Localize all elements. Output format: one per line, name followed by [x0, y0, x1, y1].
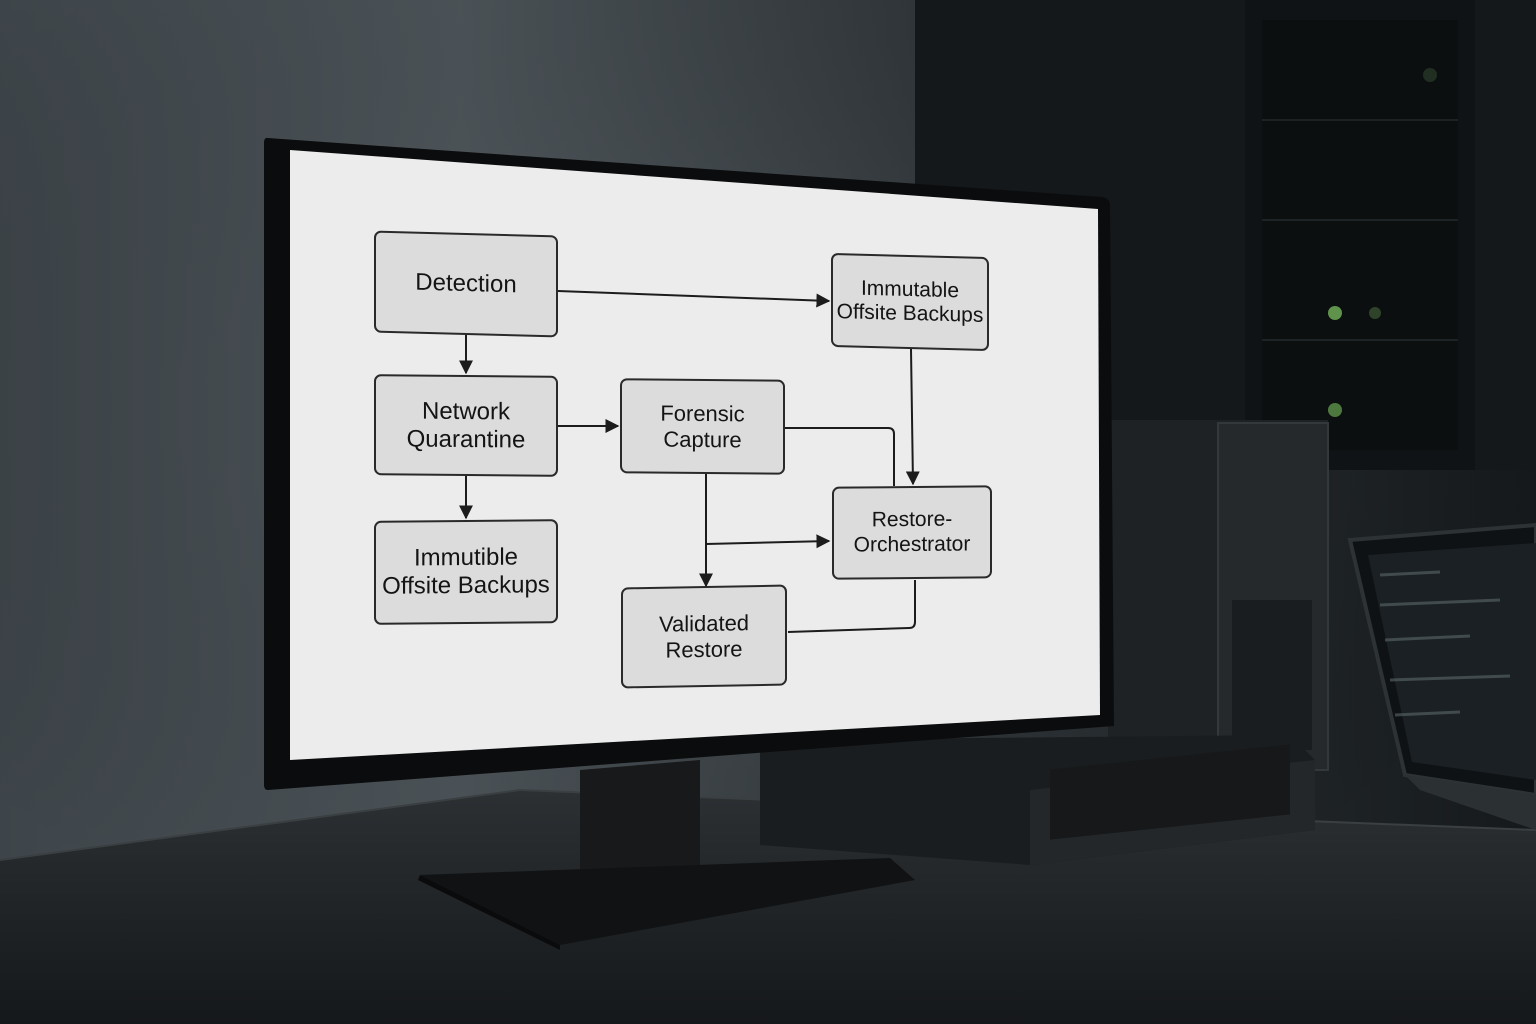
node-label-line: Forensic: [660, 400, 745, 427]
node-label-line: Offsite Backups: [836, 300, 984, 327]
status-led: [1328, 403, 1342, 417]
node-label-line: Capture: [663, 426, 742, 452]
laptop: [1347, 522, 1536, 830]
node-detection: Detection: [374, 230, 558, 338]
tower-pc: [1108, 420, 1329, 771]
node-label-line: Network: [421, 397, 511, 426]
mini-pc: [760, 735, 1315, 865]
node-label-line: Orchestrator: [853, 531, 971, 557]
status-led: [1423, 68, 1437, 82]
node-label-line: Immutible: [413, 543, 519, 572]
node-label-line: Immutable: [860, 276, 960, 303]
node-label-line: Detection: [415, 268, 517, 299]
node-label-line: Validated: [658, 610, 750, 637]
monitor-stand: [418, 760, 915, 950]
node-label-line: Restore-: [871, 508, 953, 532]
status-led: [1328, 306, 1342, 320]
node-label-line: Restore: [665, 635, 743, 663]
node-label-line: Offsite Backups: [382, 571, 550, 600]
node-restore-orchestrator: Restore-Orchestrator: [832, 485, 992, 580]
node-label-line: Quarantine: [406, 424, 526, 454]
status-led: [1369, 307, 1381, 319]
